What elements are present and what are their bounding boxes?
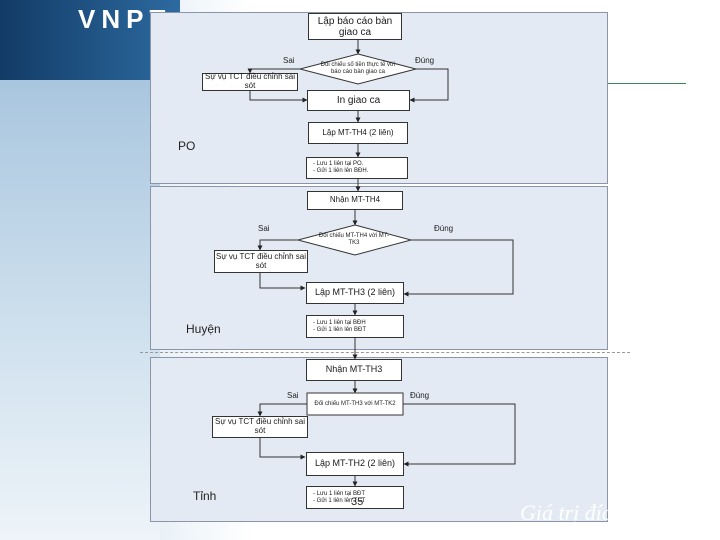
page-number: 35	[351, 496, 364, 508]
arrow-tinh-yes	[403, 403, 516, 467]
box-po-fix: Sự vụ TCT điều chỉnh sai sót	[202, 72, 298, 91]
box-po-note: - Lưu 1 liên tại PO. - Gửi 1 liên lên BĐ…	[306, 157, 408, 179]
box-lap-mt-th3: Lập MT-TH3 (2 liên)	[306, 282, 404, 304]
label-tinh-sai: Sai	[287, 391, 299, 400]
label-po-dung: Đúng	[415, 56, 435, 65]
arrow-po-no	[247, 68, 300, 74]
decision-diamond-po	[298, 53, 418, 85]
brand-slogan: Giá trị đích thực	[520, 500, 668, 525]
box-nhan-mt-th4: Nhận MT-TH4	[307, 191, 403, 210]
label-huyen-dung: Đúng	[434, 224, 454, 233]
arrow-huyen-yes	[403, 239, 514, 297]
box-tinh-note: - Lưu 1 liên tại BĐT - Gửi 1 liên lên TC…	[306, 486, 404, 509]
note-tinh-line-2: - Gửi 1 liên lên TCT	[313, 497, 366, 504]
arrow-tinh-no	[257, 403, 307, 417]
note-po-line-1: - Lưu 1 liên tại PO.	[313, 161, 364, 168]
note-tinh-line-1: - Lưu 1 liên tại BĐT	[313, 490, 366, 497]
arrow-po-yes	[409, 68, 449, 103]
arrow-po-fix-return	[249, 91, 308, 103]
decision-diamond-huyen	[296, 224, 413, 256]
label-tinh-dung: Đúng	[410, 391, 430, 400]
binary-texture-background	[0, 80, 160, 540]
decision-text-huyen: Đối chiếu MT-TH4 với MT-TK3	[318, 233, 390, 246]
arrow-huyen-no	[257, 239, 298, 251]
header-divider	[608, 83, 686, 84]
decision-text-po: Đối chiếu số tiền thực tế với báo cáo bà…	[320, 62, 396, 75]
box-in-giao-ca: In giao ca	[307, 90, 410, 111]
box-huyen-fix: Sự vụ TCT điều chỉnh sai sót	[214, 250, 308, 273]
decision-text-tinh: Đối chiếu MT-TH3 với MT-TK2	[314, 400, 396, 407]
box-huyen-note: - Lưu 1 liên tại BĐH - Gửi 1 liên lên BĐ…	[306, 315, 404, 338]
box-tinh-fix: Sự vụ TCT điều chỉnh sai sót	[212, 416, 308, 438]
section-label-huyen: Huyện	[186, 322, 221, 336]
note-huyen-line-2: - Gửi 1 liên lên BĐT	[313, 326, 367, 333]
box-lap-mt-th4: Lập MT-TH4 (2 liên)	[308, 122, 408, 144]
label-po-sai: Sai	[283, 56, 295, 65]
note-huyen-line-1: - Lưu 1 liên tại BĐH	[313, 319, 366, 326]
arrow-tinh-fix-return	[259, 438, 306, 460]
arrow-huyen-fix-return	[259, 273, 306, 291]
note-po-line-2: - Gửi 1 liên lên BĐH.	[313, 168, 369, 174]
dashed-separator	[140, 352, 630, 353]
box-lap-bao-cao: Lập báo cáo bàn giao ca	[308, 13, 402, 40]
box-nhan-mt-th3: Nhận MT-TH3	[306, 359, 402, 381]
label-huyen-sai: Sai	[258, 224, 270, 233]
section-label-po: PO	[178, 139, 196, 153]
box-lap-mt-th2: Lập MT-TH2 (2 liên)	[306, 452, 404, 476]
section-label-tinh: Tỉnh	[193, 489, 217, 503]
